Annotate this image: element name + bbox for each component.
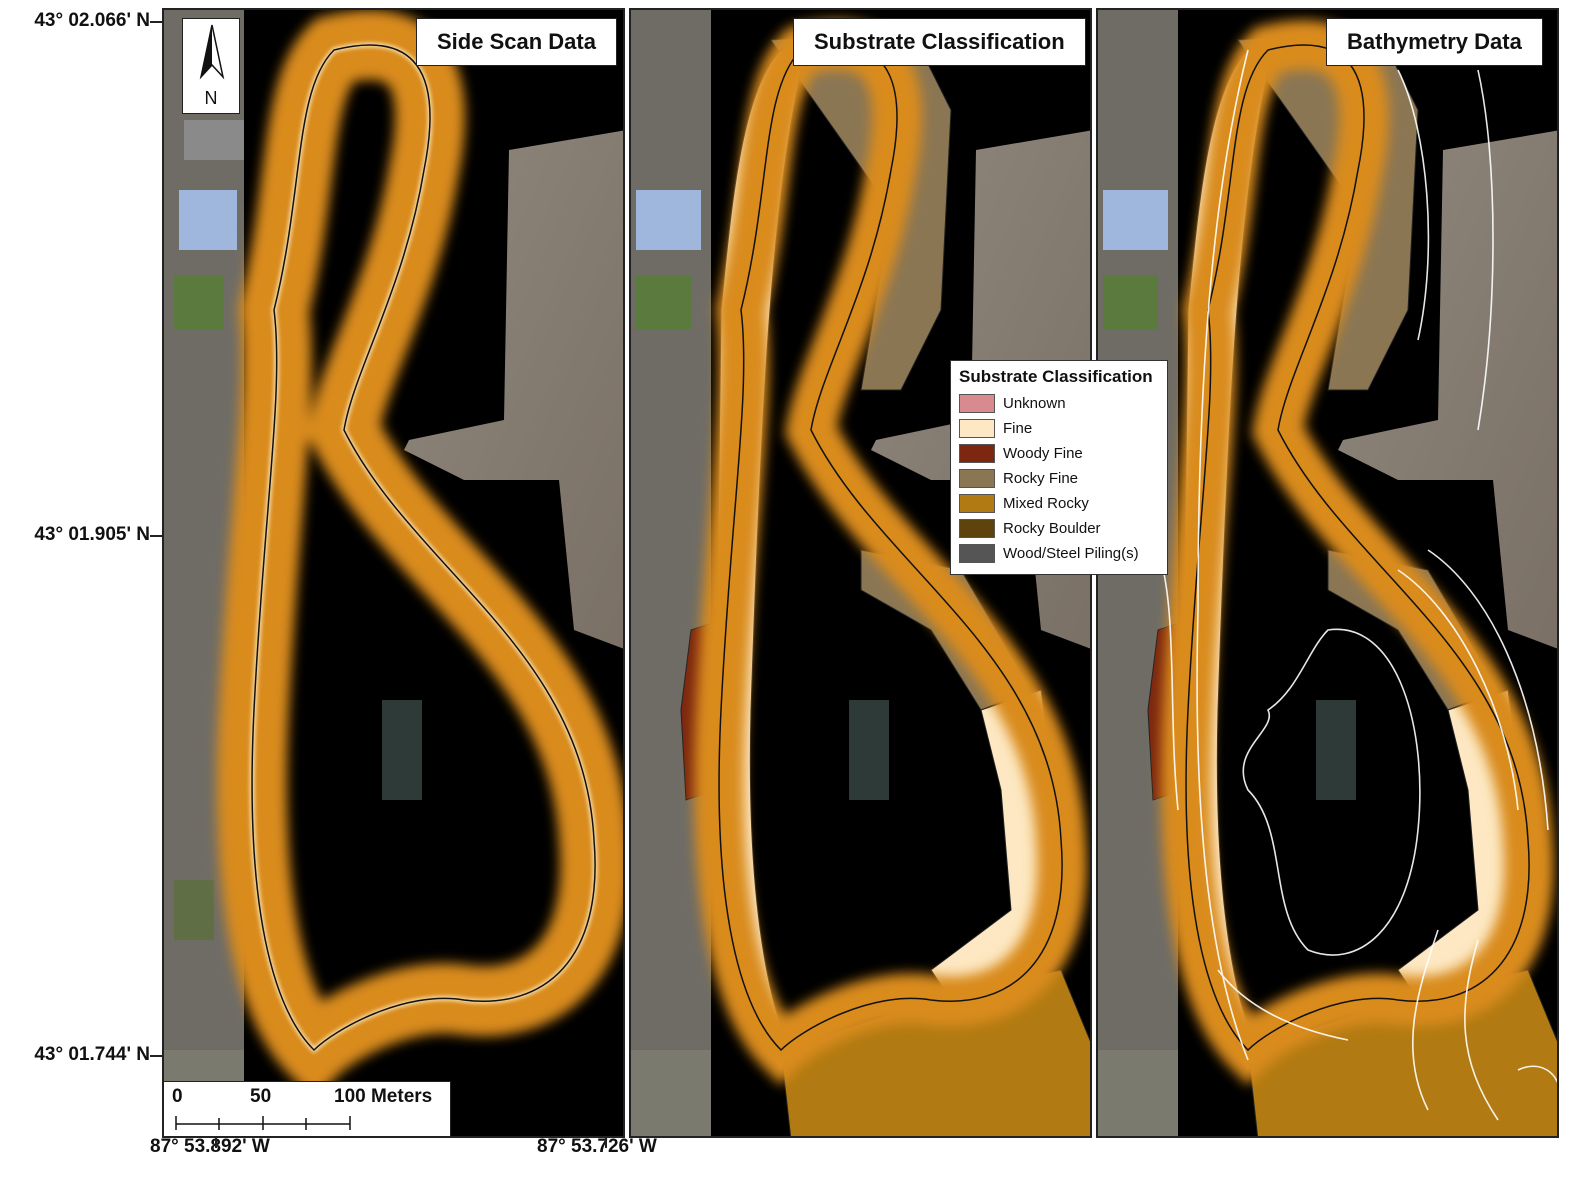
legend-label: Fine xyxy=(1003,420,1033,437)
legend-swatch xyxy=(959,444,995,463)
scale-label-100: 100 Meters xyxy=(334,1086,433,1107)
scale-bar-graphic xyxy=(175,1116,351,1130)
side-scan-panel: N Side Scan Data 0 50 100 Meters xyxy=(162,8,625,1138)
north-arrow: N xyxy=(182,18,240,114)
bathymetry-contours xyxy=(1157,49,1557,1121)
latitude-label-middle: 43° 01.905' N xyxy=(34,524,150,545)
legend-label: Woody Fine xyxy=(1003,445,1083,462)
legend-item: Woody Fine xyxy=(959,441,1159,466)
sonar-track-line xyxy=(718,44,1063,1052)
legend-item: Unknown xyxy=(959,391,1159,416)
panel-title-bathymetry: Bathymetry Data xyxy=(1326,18,1543,66)
legend-label: Unknown xyxy=(1003,395,1066,412)
right-land xyxy=(1338,130,1557,649)
longitude-tick-right xyxy=(605,1138,607,1148)
legend-swatch xyxy=(959,469,995,488)
legend-swatch xyxy=(959,394,995,413)
piling-structure xyxy=(849,700,889,800)
substrate-map xyxy=(631,10,1090,1136)
legend-label: Rocky Fine xyxy=(1003,470,1079,487)
legend-swatch xyxy=(959,544,995,563)
legend-item: Mixed Rocky xyxy=(959,491,1159,516)
longitude-tick-left xyxy=(215,1138,217,1148)
sonar-track-line xyxy=(251,44,596,1052)
legend-swatch xyxy=(959,494,995,513)
latitude-tick-bottom xyxy=(150,1055,162,1057)
legend-title: Substrate Classification xyxy=(959,367,1153,386)
latitude-label-bottom: 43° 01.744' N xyxy=(34,1044,150,1065)
legend-label: Rocky Boulder xyxy=(1003,520,1101,537)
sonar-track-line xyxy=(1185,44,1530,1052)
scale-bar: 0 50 100 Meters xyxy=(164,1081,451,1136)
legend-item: Wood/Steel Piling(s) xyxy=(959,541,1159,566)
longitude-label-left: 87° 53.892' W xyxy=(150,1136,270,1157)
right-land xyxy=(404,130,623,649)
piling-structure xyxy=(382,700,422,800)
latitude-tick-middle xyxy=(150,535,162,537)
north-arrow-icon xyxy=(199,24,225,80)
legend-item: Rocky Boulder xyxy=(959,516,1159,541)
side-scan-map xyxy=(164,10,623,1136)
legend-label: Mixed Rocky xyxy=(1003,495,1089,512)
legend-item: Fine xyxy=(959,416,1159,441)
panel-title-substrate: Substrate Classification xyxy=(793,18,1086,66)
scale-label-50: 50 xyxy=(250,1086,272,1107)
latitude-tick-top xyxy=(150,21,162,23)
legend-label: Wood/Steel Piling(s) xyxy=(1003,545,1139,562)
legend-swatch xyxy=(959,519,995,538)
legend-swatch xyxy=(959,419,995,438)
piling-structure xyxy=(1316,700,1356,800)
scale-label-0: 0 xyxy=(172,1086,183,1107)
north-arrow-letter: N xyxy=(204,88,218,108)
latitude-label-top: 43° 02.066' N xyxy=(34,10,150,31)
longitude-label-right: 87° 53.726' W xyxy=(537,1136,657,1157)
legend-item: Rocky Fine xyxy=(959,466,1159,491)
left-shore-imagery xyxy=(631,10,711,1136)
panel-title-side-scan: Side Scan Data xyxy=(416,18,617,66)
